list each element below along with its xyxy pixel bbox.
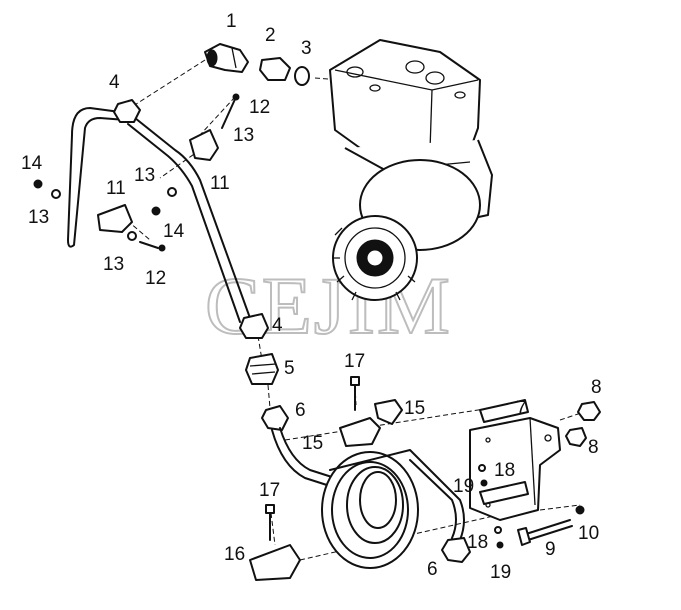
long-bolt	[517, 519, 573, 546]
hex-nut	[259, 57, 291, 81]
washer-18-upper	[478, 464, 486, 472]
callout-2: 2	[265, 25, 276, 46]
callout-4-lower: 4	[272, 315, 283, 336]
washer-18-lower	[494, 526, 502, 534]
callout-1: 1	[226, 11, 237, 32]
flange-nut-lower	[565, 427, 587, 447]
saddle-clamp-top	[374, 399, 403, 425]
seal-ring	[294, 66, 310, 86]
pipe-clamp-lower	[97, 204, 133, 233]
callout-3: 3	[301, 38, 312, 59]
lower-coil-pipe	[261, 405, 471, 569]
callout-5: 5	[284, 358, 295, 379]
nut-19-lower	[496, 541, 504, 549]
small-fasteners	[33, 93, 240, 252]
callout-10: 10	[578, 523, 599, 544]
callout-15-left: 15	[302, 433, 323, 454]
callout-18-upper: 18	[494, 460, 515, 481]
callout-6-lower: 6	[427, 559, 438, 580]
callout-18-lower: 18	[467, 532, 488, 553]
callout-13-mid: 13	[134, 165, 155, 186]
callout-11-right: 11	[210, 173, 230, 194]
callout-15-right: 15	[404, 398, 425, 419]
callout-14-left: 14	[21, 153, 43, 174]
saddle-clamp-bottom	[339, 417, 381, 447]
elbow-fitting	[204, 43, 249, 73]
bolt-lower	[265, 504, 275, 541]
mounting-bracket	[469, 399, 561, 521]
callout-12-upper: 12	[249, 97, 270, 118]
callout-4-upper: 4	[109, 72, 120, 93]
callout-16: 16	[224, 544, 245, 565]
callout-19-upper: 19	[453, 476, 474, 497]
callout-17-lower: 17	[259, 480, 280, 501]
pipe-clamp-upper	[189, 129, 219, 161]
callout-14-mid: 14	[163, 221, 185, 242]
callout-17-upper: 17	[344, 351, 365, 372]
upper-pipe	[67, 99, 269, 339]
callout-8-upper: 8	[591, 377, 602, 398]
union-fitting	[245, 353, 279, 385]
flange-nut-upper	[577, 401, 601, 421]
callout-11-left: 11	[106, 178, 126, 199]
callout-13-upper: 13	[233, 125, 254, 146]
air-compressor	[329, 39, 493, 301]
callout-13-lower: 13	[103, 254, 124, 275]
callout-8-lower: 8	[588, 437, 599, 458]
callouts: 1 2 3 4 12 13 14 13 11 11 13 14 13 12 4 …	[21, 11, 602, 583]
washer	[575, 505, 585, 515]
bolt-upper	[350, 376, 360, 411]
callout-9: 9	[545, 539, 556, 560]
saddle-clamp-base	[249, 544, 301, 581]
callout-19-lower: 19	[490, 562, 511, 583]
callout-6-upper: 6	[295, 400, 306, 421]
callout-12-lower: 12	[145, 268, 166, 289]
callout-7: 7	[516, 398, 527, 419]
nut-19-upper	[480, 479, 488, 487]
callout-13-left: 13	[28, 207, 49, 228]
